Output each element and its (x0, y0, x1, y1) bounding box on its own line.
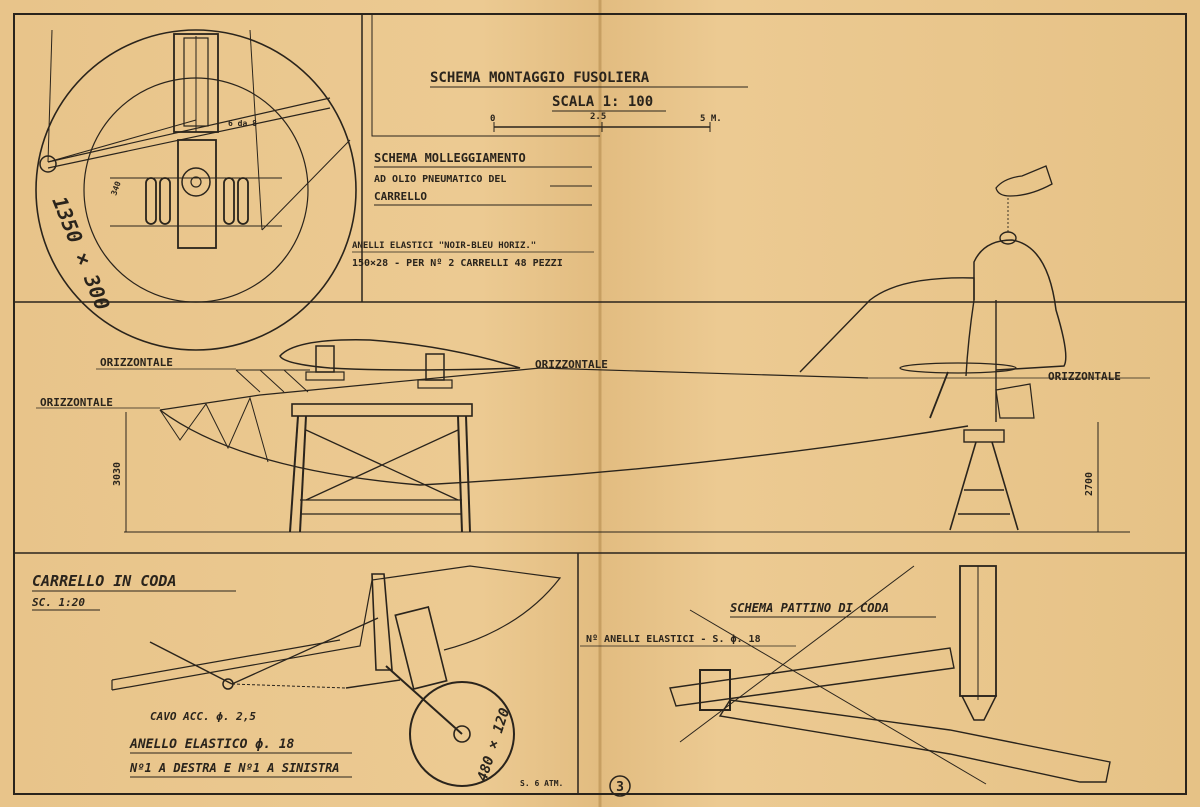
suspension-title-line1: SCHEMA MOLLEGGIAMENTO (374, 151, 526, 165)
horizontal-ref-wing: ORIZZONTALE (100, 356, 173, 369)
tail-wheel-title: CARRELLO IN CODA (32, 572, 177, 590)
tail-skid-title: SCHEMA PATTINO DI CODA (730, 601, 889, 615)
page-number-circle (609, 775, 631, 797)
suspension-note-rings: ANELLI ELASTICI "NOIR-BLEU HORIZ." (352, 241, 536, 251)
suspension-note-count: 150×28 - PER Nº 2 CARRELLI 48 PEZZI (352, 258, 563, 269)
horizontal-ref-nose: ORIZZONTALE (1048, 370, 1121, 383)
cable-label: CAVO ACC. ϕ. 2,5 (150, 710, 256, 723)
fuselage-assembly (36, 165, 1150, 533)
tail-skid-note: Nº ANELLI ELASTICI - S. ϕ. 18 (586, 634, 761, 645)
horizontal-ref-tail: ORIZZONTALE (40, 396, 113, 409)
dim-340: 340 (109, 180, 122, 197)
scale-tick-0: 0 (490, 114, 495, 124)
suspension-title-line3: CARRELLO (374, 190, 427, 203)
scale-tick-end: 5 M. (700, 114, 722, 124)
tail-wheel-scale: SC. 1:20 (32, 596, 85, 609)
scale-tick-mid: 2.5 (590, 112, 606, 122)
wheel-size-label: 1350 × 300 (47, 193, 114, 314)
dim-6da8: 6 da 8 (228, 119, 257, 128)
tire-pressure: S. 6 ATM. (520, 779, 563, 788)
title-box (371, 14, 600, 137)
drawing-scale: SCALA 1: 100 (552, 94, 653, 110)
suspension-title-line2: AD OLIO PNEUMATICO DEL (374, 174, 506, 185)
tail-wheel-sketch (111, 565, 562, 787)
scale-bar (493, 122, 711, 132)
horizontal-ref-center: ORIZZONTALE (535, 358, 608, 371)
tail-skid-sketch (669, 565, 1111, 785)
tail-wheel-size: 480 × 120 (475, 706, 514, 783)
height-dim-left: 3030 (112, 462, 123, 486)
height-dim-right: 2700 (1084, 472, 1095, 496)
suspension-wheel-sketch (35, 29, 357, 351)
elastic-ring-label: ANELLO ELASTICO ϕ. 18 (129, 737, 295, 752)
drawing-title: SCHEMA MONTAGGIO FUSOLIERA (430, 70, 650, 86)
elastic-ring-note: Nº1 A DESTRA E Nº1 A SINISTRA (129, 761, 340, 775)
outer-frame (13, 13, 1187, 795)
page-number: 3 (616, 780, 624, 795)
